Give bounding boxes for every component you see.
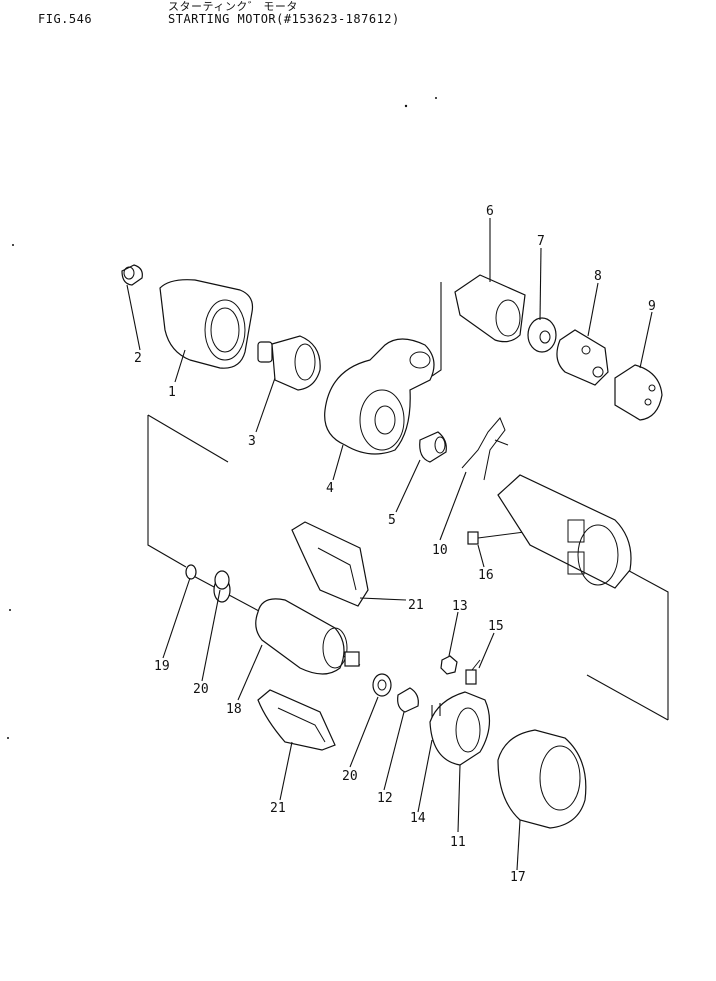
callout-16: 16 [478, 568, 494, 583]
part-12-bushing [397, 687, 419, 713]
part-15-brush [465, 659, 481, 685]
callout-14: 14 [410, 811, 426, 826]
part-1-drive-housing [159, 279, 254, 369]
part-7-plunger [527, 317, 557, 353]
part-21-field-coil-upper [291, 521, 369, 607]
callout-15: 15 [488, 619, 504, 634]
callout-21: 21 [270, 801, 286, 816]
part-5-sleeve [419, 431, 447, 463]
callout-3: 3 [248, 434, 256, 449]
callout-12: 12 [377, 791, 393, 806]
callout-1: 1 [168, 385, 176, 400]
callout-9: 9 [648, 299, 656, 314]
callout-2: 2 [134, 351, 142, 366]
callout-labels: 1 2 3 4 5 6 7 8 9 10 11 12 13 14 15 16 1… [134, 204, 656, 885]
part-8-contact-assembly [556, 329, 609, 386]
part-20-washer-left [214, 570, 230, 590]
diagram-title: STARTING MOTOR(#153623-187612) [168, 12, 400, 26]
callout-5: 5 [388, 513, 396, 528]
part-2-bushing [121, 264, 143, 286]
part-3-pinion-clutch [257, 335, 321, 391]
callout-18: 18 [226, 702, 242, 717]
callout-10: 10 [432, 543, 448, 558]
reference-lines [147, 282, 669, 721]
callout-17: 17 [510, 870, 526, 885]
callout-20: 20 [342, 769, 358, 784]
title-japanese: スターティンク゛ モータ [168, 0, 298, 13]
callout-8: 8 [594, 269, 602, 284]
figure-number: FIG.546 [38, 12, 93, 26]
part-6-solenoid-case [454, 274, 526, 343]
part-19-shaft-end [185, 564, 197, 580]
part-20-washer-right [372, 673, 392, 697]
part-yoke [497, 474, 632, 589]
part-11-brush-holder [429, 691, 491, 766]
scan-dots [7, 97, 437, 739]
part-9-cap [614, 364, 663, 421]
part-17-rear-cover [497, 729, 587, 829]
callout-11: 11 [450, 835, 466, 850]
callout-19: 19 [154, 659, 170, 674]
part-13-nut [440, 655, 458, 675]
callout-7: 7 [537, 234, 545, 249]
part-21-field-coil-lower [257, 689, 336, 751]
callout-21: 21 [408, 598, 424, 613]
callout-4: 4 [326, 481, 334, 496]
callout-13: 13 [452, 599, 468, 614]
callout-20: 20 [193, 682, 209, 697]
part-4-center-housing [324, 338, 435, 455]
callout-6: 6 [486, 204, 494, 219]
leader-lines [126, 218, 653, 871]
part-10-brush-spring [461, 417, 509, 481]
